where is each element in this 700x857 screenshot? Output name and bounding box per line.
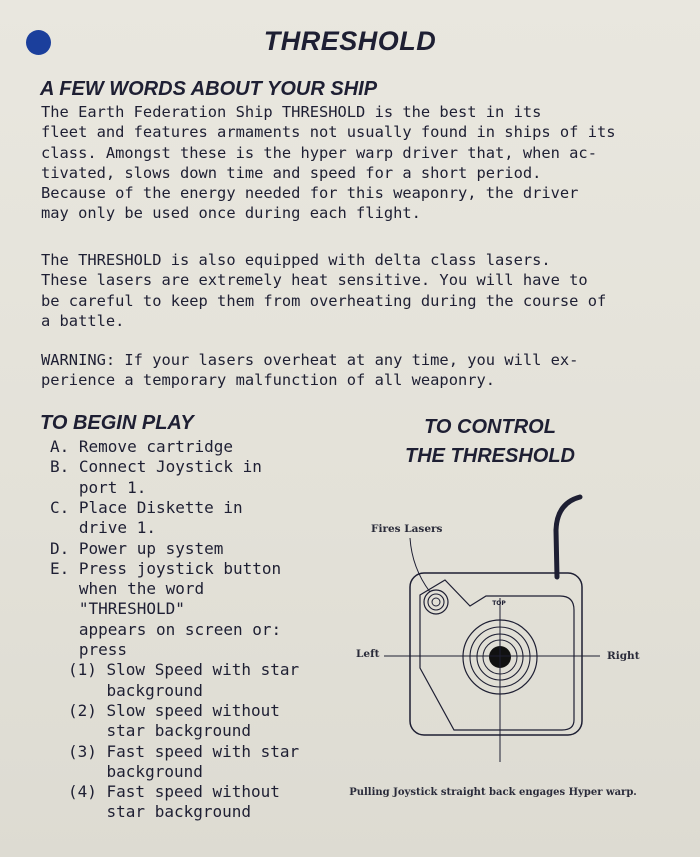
- right-label: Right: [607, 650, 640, 662]
- begin-play-line: E. Press joystick button: [50, 558, 282, 578]
- begin-play-line: drive 1.: [50, 518, 156, 538]
- warning-line: WARNING: If your lasers overheat at any …: [41, 351, 579, 369]
- fires-lasers-leader: [409, 537, 431, 593]
- ship-paragraph-1-line: The Earth Federation Ship THRESHOLD is t…: [41, 103, 542, 121]
- joystick-stick: [553, 494, 583, 580]
- left-label: Left: [356, 648, 380, 660]
- begin-play-line: when the word: [50, 579, 205, 599]
- fire-button-ring-outer: [423, 589, 449, 615]
- begin-play-line: D. Power up system: [50, 538, 224, 558]
- ship-paragraph-1-line: may only be used once during each flight…: [41, 204, 421, 223]
- ship-paragraph-1-line: class. Amongst these is the hyper warp d…: [41, 143, 597, 162]
- warning-paragraph: WARNING: If your lasers overheat at any …: [41, 350, 651, 391]
- ship-paragraph-1-line: fleet and features armaments not usually…: [41, 123, 616, 142]
- ship-paragraph-2-line: These lasers are extremely heat sensitiv…: [41, 271, 588, 290]
- begin-play-line: (2) Slow speed without: [68, 700, 280, 720]
- begin-play-line: appears on screen or:: [50, 619, 282, 639]
- control-heading-line-2: THE THRESHOLD: [405, 445, 575, 467]
- ship-paragraph-1: The Earth Federation Ship THRESHOLD is t…: [41, 102, 651, 224]
- section-heading-begin-play: TO BEGIN PLAY: [40, 412, 194, 434]
- ship-paragraph-2-line: The THRESHOLD is also equipped with delt…: [41, 251, 551, 269]
- ship-paragraph-1-line: tivated, slows down time and speed for a…: [41, 163, 542, 182]
- begin-play-line: C. Place Diskette in: [50, 497, 243, 517]
- begin-play-line: star background: [68, 802, 252, 822]
- blue-dot-marker: [26, 30, 51, 55]
- control-heading: TO CONTROL THE THRESHOLD: [380, 413, 600, 471]
- control-heading-line-1: TO CONTROL: [424, 416, 556, 438]
- begin-play-line: (1) Slow Speed with star: [68, 660, 300, 680]
- begin-play-line: A. Remove cartridge: [50, 437, 234, 456]
- ship-paragraph-1-line: Because of the energy needed for this we…: [41, 184, 579, 203]
- begin-play-line: (4) Fast speed without: [68, 782, 280, 802]
- hyper-warp-caption: Pulling Joystick straight back engages H…: [349, 787, 637, 798]
- page-title: THRESHOLD: [263, 26, 437, 56]
- begin-play-line: (3) Fast speed with star: [68, 741, 300, 761]
- section-heading-ship: A FEW WORDS ABOUT YOUR SHIP: [40, 78, 378, 100]
- top-mark-label: TOP: [492, 600, 506, 607]
- begin-play-line: port 1.: [50, 477, 147, 497]
- joystick-plate: [419, 579, 575, 731]
- begin-play-line: background: [68, 680, 203, 700]
- joystick-base-outline: [409, 572, 583, 736]
- begin-play-line: B. Connect Joystick in: [50, 457, 262, 477]
- fire-button-ring-inner: [431, 597, 441, 607]
- fires-lasers-label: Fires Lasers: [371, 523, 443, 535]
- warning-line: perience a temporary malfunction of all …: [41, 371, 496, 390]
- ship-paragraph-2-line: be careful to keep them from overheating…: [41, 291, 607, 310]
- begin-play-line: press: [50, 640, 128, 659]
- begin-play-line: "THRESHOLD": [50, 599, 185, 619]
- begin-play-line: star background: [68, 721, 252, 741]
- ship-paragraph-2-line: a battle.: [41, 311, 125, 330]
- fire-button-ring-middle: [427, 593, 445, 611]
- begin-play-line: background: [68, 761, 203, 781]
- ship-paragraph-2: The THRESHOLD is also equipped with delt…: [41, 250, 651, 331]
